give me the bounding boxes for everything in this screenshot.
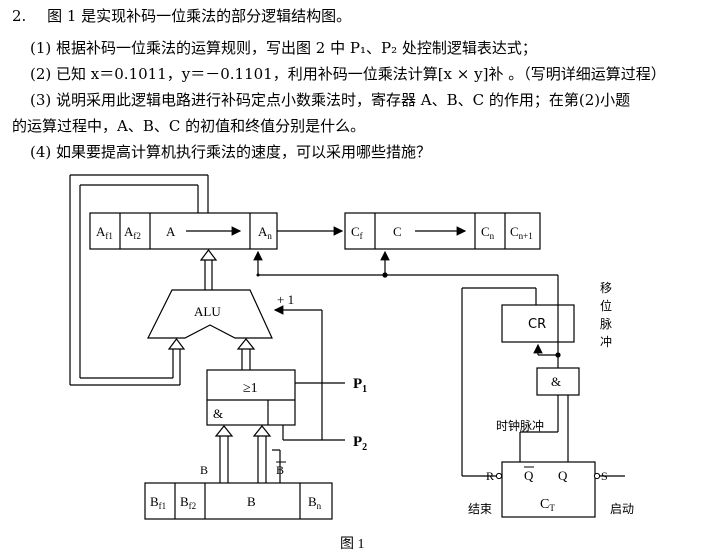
end-label: 结束 [468,502,492,516]
counter-cr [501,304,575,343]
af2-sub: f2 [133,231,141,241]
question-intro: 图 1 是实现补码一位乘法的部分逻辑结构图。 [47,7,352,25]
reg-a-cell-an: An [258,224,272,241]
reg-a-cell-a: A [166,224,176,239]
cf-sub: f [360,231,363,241]
reg-b-cell-b: B [247,494,256,509]
reg-b-cell-bf1: Bf1 [150,494,166,511]
b-bar-signal-label: B [276,463,284,477]
question-item-3: (3) 说明采用此逻辑电路进行补码定点小数乘法时，寄存器 A、B、C 的作用；在… [30,90,630,110]
shift-pulse-1: 移 [600,281,612,295]
alu-label: ALU [194,304,221,319]
reg-b-cell-bn: Bn [308,494,322,511]
item-number: (2) [30,65,52,83]
ct-q-label: Q [558,468,568,483]
figure-caption: 图 1 [340,537,365,552]
reg-b-cell-bf2: Bf2 [180,494,196,511]
reg-c-cell-cf: Cf [351,224,363,241]
question-item-2: (2) 已知 x＝0.1011，y＝－0.1101，利用补码一位乘法计算[x ×… [30,64,666,84]
cn1-sub: n+1 [519,231,533,241]
reg-a-cell-af1: Af1 [96,224,113,241]
question-item-3-cont: 的运算过程中，A、B、C 的初值和终值分别是什么。 [12,116,365,136]
item-number: (1) [30,39,52,57]
item-number: (4) [30,143,52,161]
question-item-4: (4) 如果要提高计算机执行乘法的速度，可以采用哪些措施？ [30,142,431,162]
shift-pulse-3: 脉 [600,316,612,331]
logic-gate-box [206,369,296,426]
p1-label: P1 [353,376,367,395]
alu [147,289,273,339]
register-c [344,212,541,250]
clock-pulse-label: 时钟脉冲 [496,418,544,433]
reg-a-cell-af2: Af2 [124,224,141,241]
or-gate-label: ≥1 [243,381,258,396]
item-number: (3) [30,91,52,109]
ct-s-label: S [601,469,608,483]
p2-sub: 2 [362,442,367,453]
item-text: 已知 x＝0.1011，y＝－0.1101，利用补码一位乘法计算[x × y]补… [56,65,666,83]
ct-label: CT [540,497,555,513]
cr-label: CR [528,317,546,332]
and2-label: & [551,374,561,389]
bf2-sub: f2 [189,501,197,511]
an-sub: n [267,231,272,241]
question-item-1: (1) 根据补码一位乘法的运算规则，写出图 2 中 P₁、P₂ 处控制逻辑表达式… [30,38,537,58]
item-text: 如果要提高计算机执行乘法的速度，可以采用哪些措施？ [56,143,432,161]
b-signal-label: B [200,463,208,477]
question-number: 2. [12,7,27,25]
item-text: 说明采用此逻辑电路进行补码定点小数乘法时，寄存器 A、B、C 的作用；在第(2)… [56,91,631,109]
question-header: 2. 图 1 是实现补码一位乘法的部分逻辑结构图。 [12,6,351,26]
item-text: 根据补码一位乘法的运算规则，写出图 2 中 P₁、P₂ 处控制逻辑表达式； [56,39,537,57]
reg-c-cell-c: C [393,224,402,239]
p1-sub: 1 [362,384,367,395]
p2-label: P2 [353,434,367,453]
plus-one-label: + 1 [277,292,294,307]
af1-sub: f1 [105,231,113,241]
item-text: 的运算过程中，A、B、C 的初值和终值分别是什么。 [12,117,366,135]
cn-sub: n [490,231,495,241]
ct-r-label: R [486,469,494,483]
reg-c-cell-cn: Cn [481,224,495,241]
ct-qbar-label: Q [524,468,534,483]
ct-sub: T [549,503,555,513]
start-label: 启动 [610,502,634,516]
register-a [89,212,278,250]
bn-sub: n [317,501,322,511]
reg-c-cell-cn1: Cn+1 [510,224,533,241]
logic-diagram: Af1 Af2 A An Cf C Cn Cn+1 Bf1 Bf2 B Bn A… [69,174,634,552]
counter-ct [501,461,596,518]
register-b [144,482,333,520]
shift-pulse-4: 冲 [600,334,612,349]
shift-pulse-2: 位 [600,298,612,313]
and-gate-label: & [213,406,223,421]
bf1-sub: f1 [159,501,167,511]
